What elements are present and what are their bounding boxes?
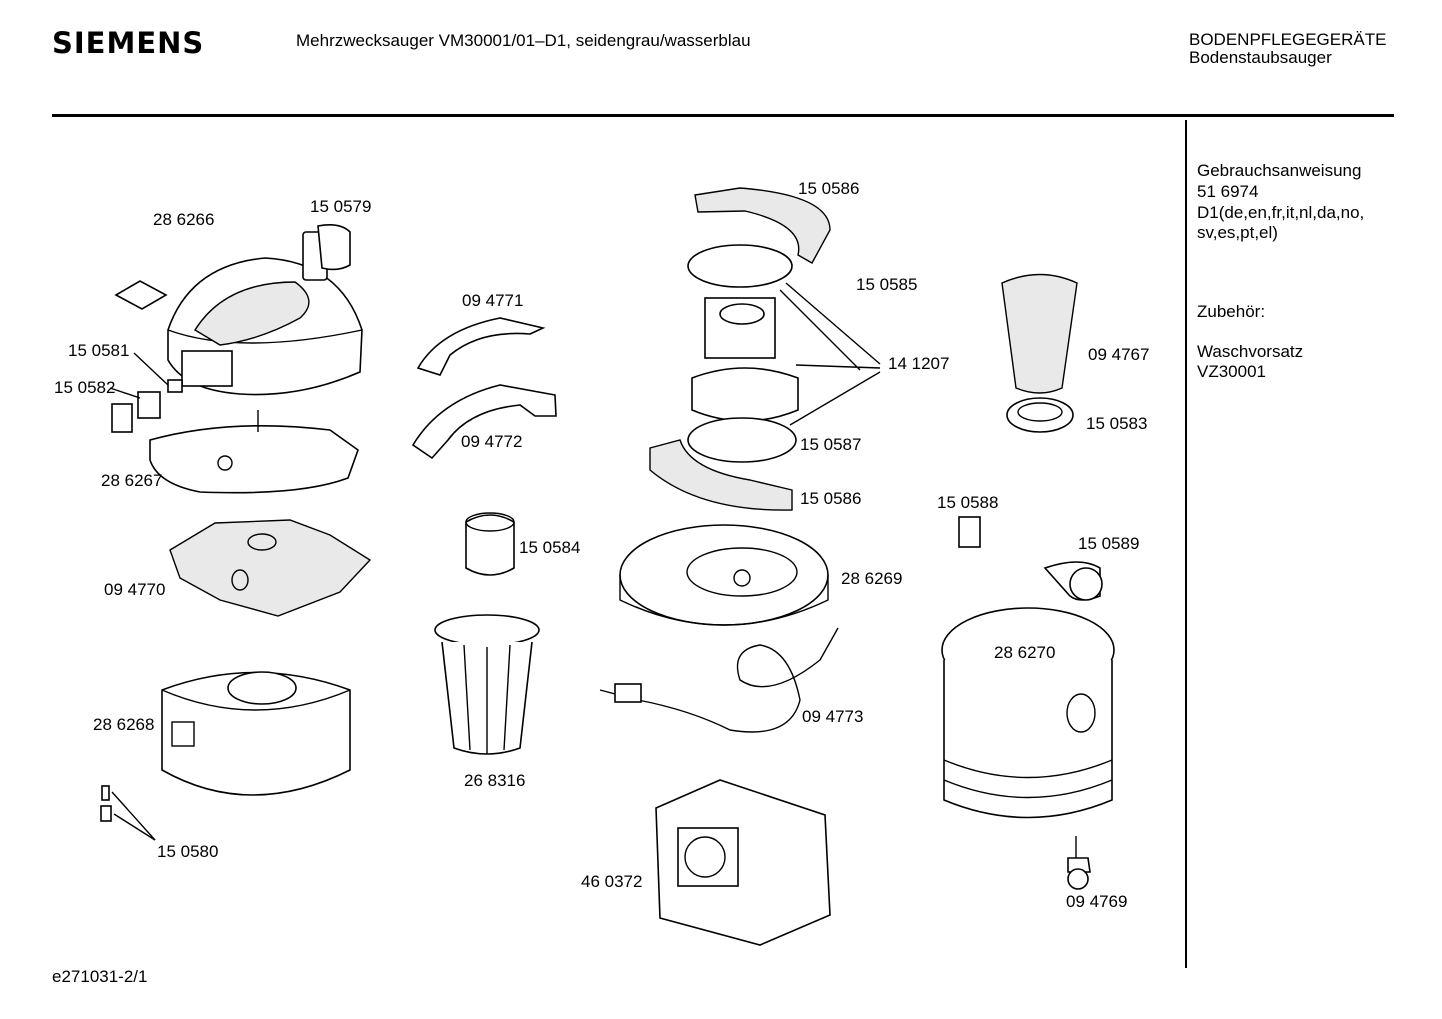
part-label-286267: 28 6267 [101, 471, 163, 490]
part-label-150580: 15 0580 [157, 842, 219, 861]
part-label-150583: 15 0583 [1086, 414, 1148, 433]
filter-carrier [169, 519, 372, 617]
accessory-name: Waschvorsatz [1197, 342, 1304, 361]
part-label-150589: 15 0589 [1078, 534, 1140, 553]
switch-parts [109, 352, 183, 433]
part-label-150588: 15 0588 [937, 493, 999, 512]
part-label-150586-top: 15 0586 [798, 179, 860, 198]
part-label-094772: 09 4772 [461, 432, 523, 451]
feet [100, 785, 156, 841]
sidebar-divider [1185, 120, 1187, 968]
part-label-094767: 09 4767 [1088, 345, 1150, 364]
filter-bag [655, 779, 831, 946]
part-label-150579: 15 0579 [310, 197, 372, 216]
accessory-code: VZ30001 [1197, 362, 1266, 381]
category-label: BODENPFLEGEGERÄTE [1189, 30, 1387, 49]
filter-clip [302, 224, 351, 281]
part-label-286268: 28 6268 [93, 715, 155, 734]
filter-basket [434, 614, 540, 755]
part-label-150582: 15 0582 [54, 378, 116, 397]
part-label-150581: 15 0581 [68, 341, 130, 360]
clip-and-knob [958, 516, 1103, 601]
handle-parts [411, 317, 557, 460]
filter-plate [149, 410, 359, 494]
part-label-286266: 28 6266 [153, 210, 215, 229]
brand-logo: SIEMENS [52, 26, 205, 60]
part-label-141207: 14 1207 [888, 354, 950, 373]
part-label-286269: 28 6269 [841, 569, 903, 588]
motor-assembly [649, 187, 881, 511]
header-divider [52, 114, 1394, 117]
filter-sleeve [465, 512, 515, 576]
manual-languages-line2: sv,es,pt,el) [1197, 223, 1278, 242]
filter-cartridge [1001, 273, 1078, 433]
motor-housing-base [161, 671, 351, 796]
part-label-460372: 46 0372 [581, 872, 643, 891]
part-label-150587: 15 0587 [800, 435, 862, 454]
part-label-286270: 28 6270 [994, 643, 1056, 662]
part-label-150586-bottom: 15 0586 [800, 489, 862, 508]
part-label-094770: 09 4770 [104, 580, 166, 599]
container-top [619, 524, 829, 626]
accessory-label: Zubehör: [1197, 302, 1266, 321]
part-label-150584: 15 0584 [519, 538, 581, 557]
manual-number: 51 6974 [1197, 182, 1259, 201]
part-label-094771: 09 4771 [462, 291, 524, 310]
caster-wheel [1067, 836, 1091, 890]
power-cable [599, 627, 839, 733]
dust-container [941, 607, 1115, 819]
document-id: e271031-2/1 [52, 967, 148, 986]
part-label-150585: 15 0585 [856, 275, 918, 294]
cover-lid [114, 257, 363, 396]
manual-languages-line1: D1(de,en,fr,it,nl,da,no, [1197, 203, 1365, 222]
part-label-268316: 26 8316 [464, 771, 526, 790]
manual-label: Gebrauchsanweisung [1197, 161, 1362, 180]
part-label-094769: 09 4769 [1066, 892, 1128, 911]
subcategory-label: Bodenstaubsauger [1189, 48, 1332, 67]
part-label-094773: 09 4773 [802, 707, 864, 726]
page-title: Mehrzwecksauger VM30001/01–D1, seidengra… [296, 31, 751, 50]
